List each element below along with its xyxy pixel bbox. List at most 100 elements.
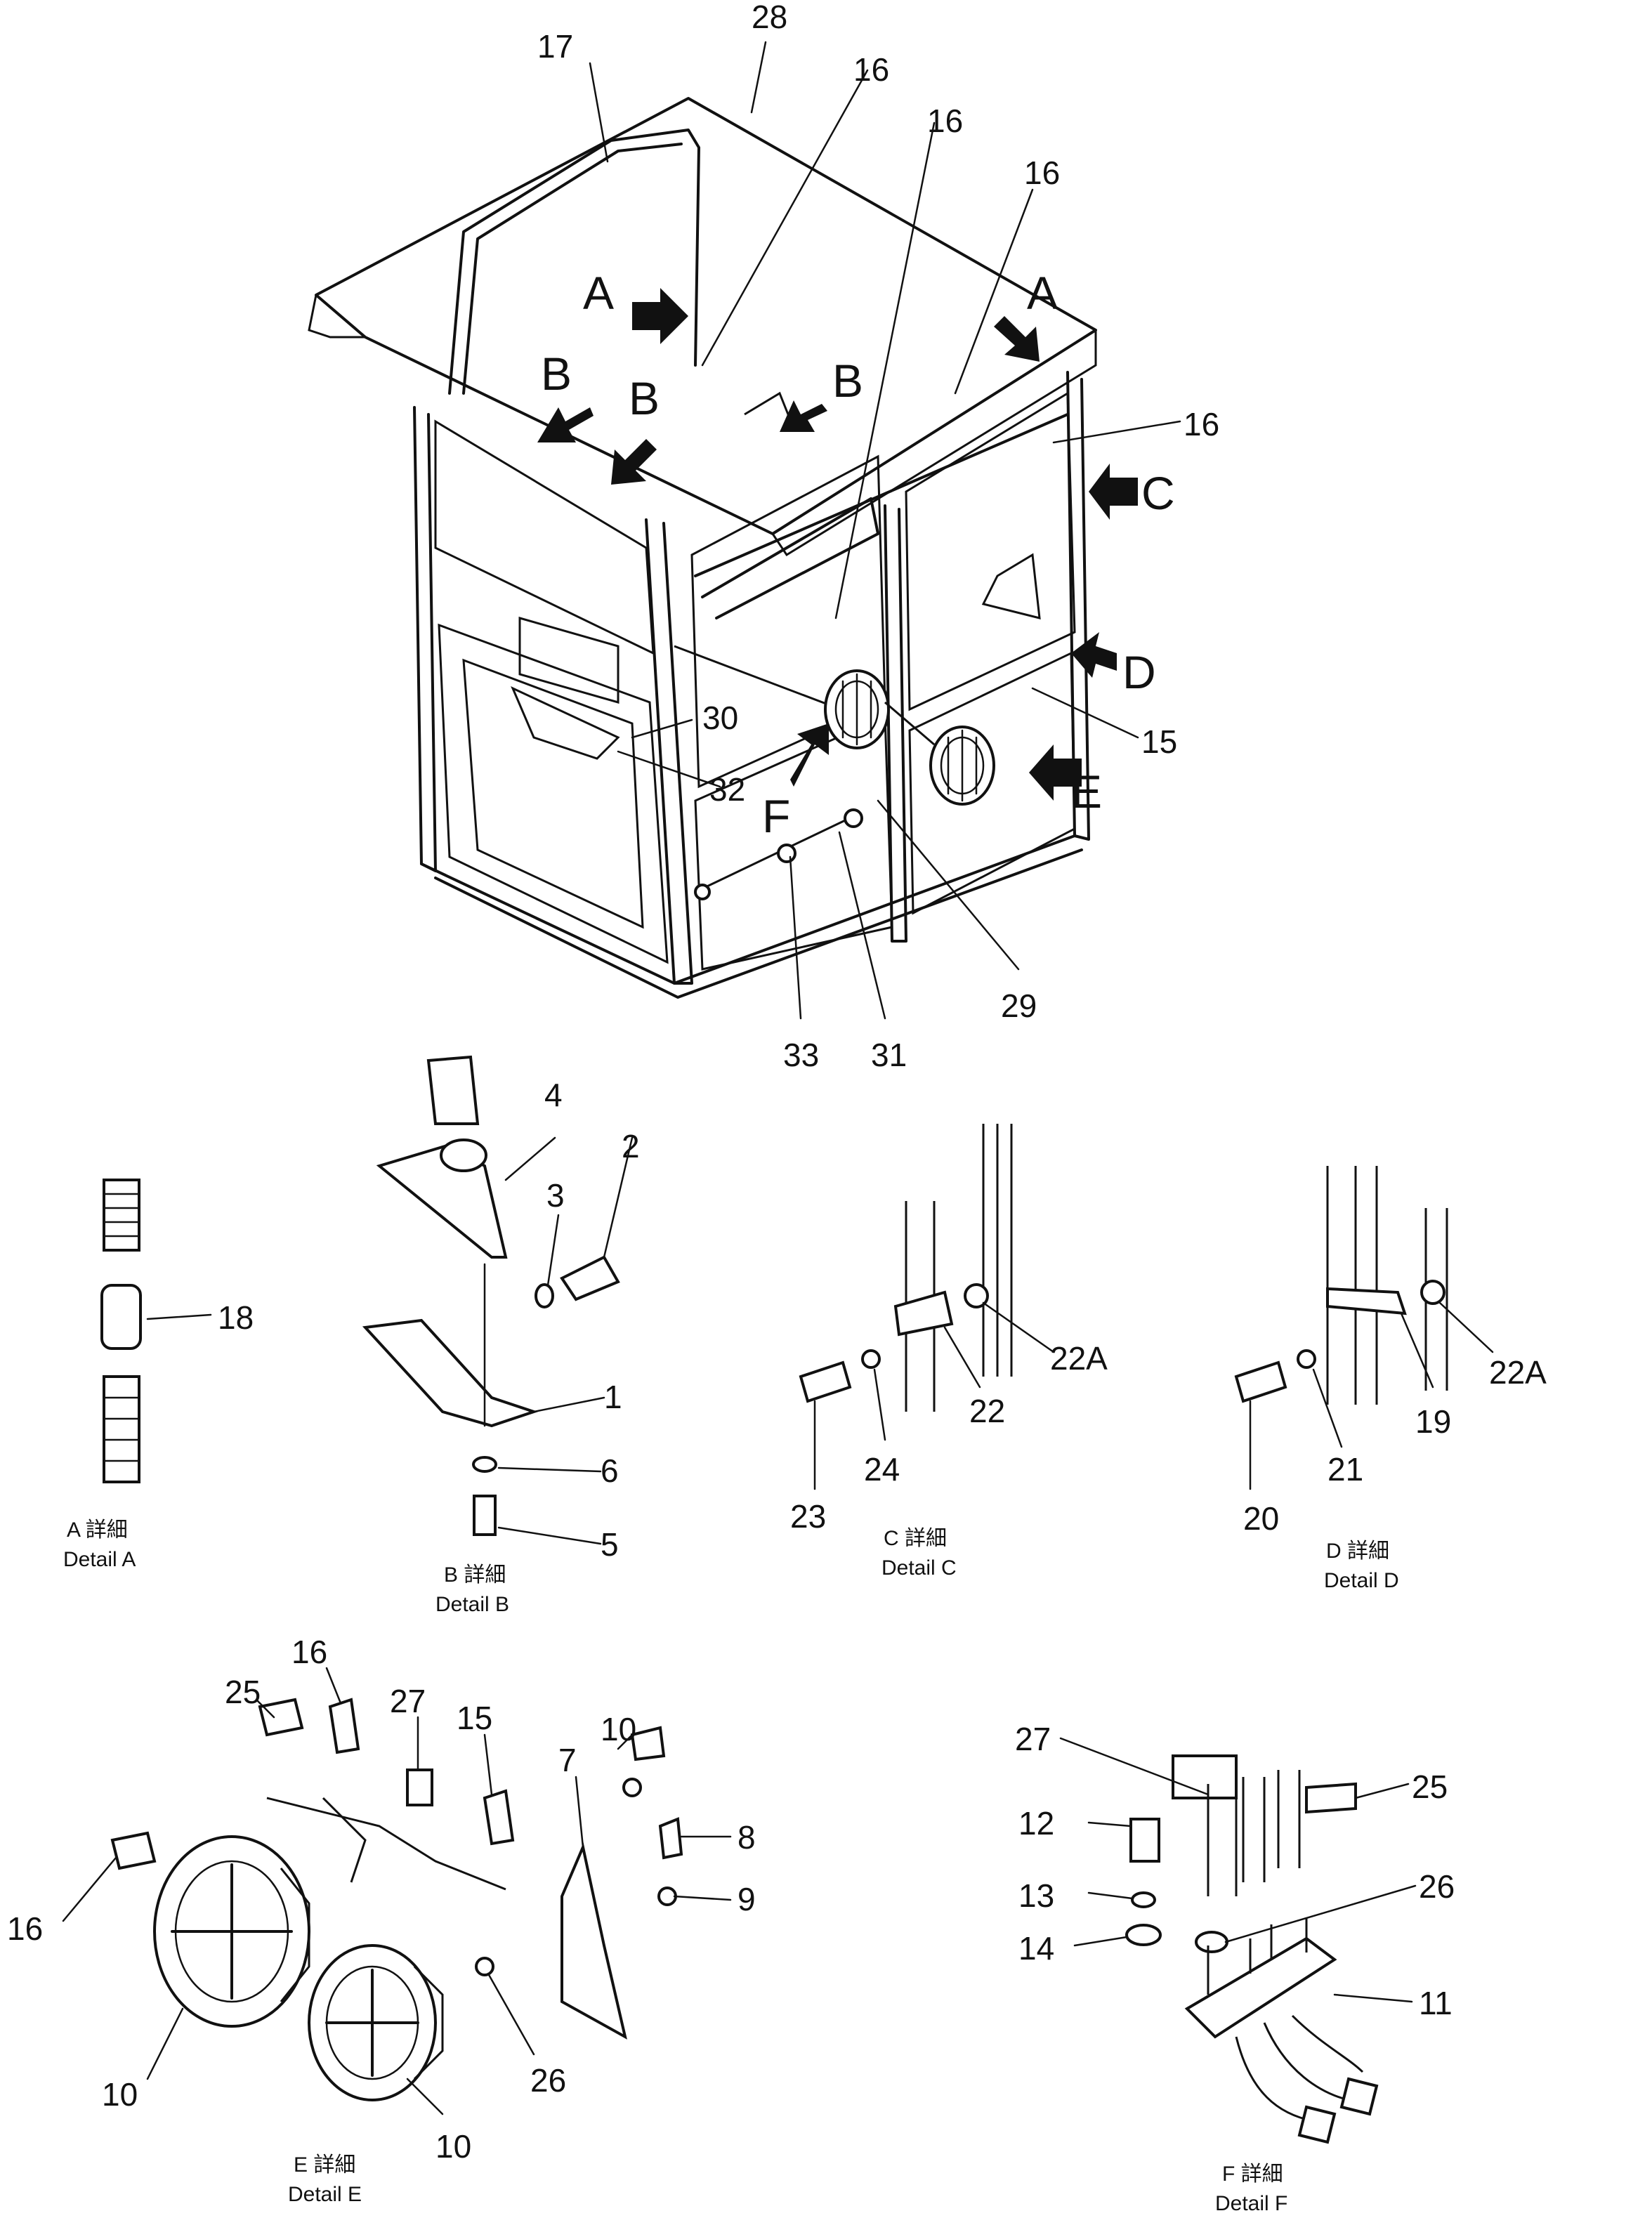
callout-32: 32 xyxy=(709,771,745,808)
arrow-B-1 xyxy=(537,407,594,442)
callout-22: 22 xyxy=(969,1393,1005,1429)
detail-B-caption: Detail B xyxy=(435,1593,509,1616)
view-marker-A: A xyxy=(1027,267,1058,319)
tag-25-f xyxy=(1305,1782,1357,1814)
callout-14: 14 xyxy=(1018,1930,1054,1967)
lockwasher-13 xyxy=(1131,1891,1156,1908)
detail-A-collar xyxy=(100,1284,142,1350)
callout-18: 18 xyxy=(218,1299,254,1336)
view-arrows xyxy=(537,288,1138,801)
detail-D-caption: Detail D xyxy=(1324,1569,1399,1592)
detail-captions: A 詳細 Detail A B 詳細 Detail B C 詳細 Detail … xyxy=(63,1518,1399,2215)
callout-15: 15 xyxy=(457,1700,492,1736)
washer-14 xyxy=(1125,1924,1162,1946)
callout-16: 16 xyxy=(853,51,889,88)
callout-10: 10 xyxy=(601,1711,636,1747)
callout-8: 8 xyxy=(738,1819,756,1856)
arrow-D xyxy=(1071,632,1117,678)
detail-F-caption-jp: F 詳細 xyxy=(1222,2163,1283,2186)
callout-16: 16 xyxy=(1024,155,1060,191)
clamp-19 xyxy=(1326,1287,1407,1315)
bolt-5 xyxy=(473,1495,497,1536)
view-marker-E: E xyxy=(1071,766,1102,818)
leader-lines-main xyxy=(589,41,1181,1020)
callout-6: 6 xyxy=(601,1452,619,1489)
callout-5: 5 xyxy=(601,1526,619,1563)
cab-floor-frame xyxy=(420,834,1076,985)
arrow-A-right xyxy=(994,316,1040,362)
tag-25 xyxy=(258,1698,304,1737)
detail-C-caption-jp: C 詳細 xyxy=(884,1527,947,1550)
callout-20: 20 xyxy=(1243,1500,1279,1537)
arrow-B-3 xyxy=(780,400,827,432)
callout-23: 23 xyxy=(790,1498,826,1535)
detail-B xyxy=(362,1055,634,1545)
callout-labels: 28 17 16 16 16 16 15 30 32 29 31 33 4 2 … xyxy=(7,0,1547,2165)
detail-E-caption-jp: E 詳細 xyxy=(294,2153,355,2177)
view-marker-B: B xyxy=(541,348,572,400)
callout-30: 30 xyxy=(702,700,738,736)
callout-22A: 22A xyxy=(1050,1340,1108,1377)
detail-A-caption-jp: A 詳細 xyxy=(67,1518,128,1542)
work-lamp-E-2 xyxy=(308,1944,444,2101)
callout-19: 19 xyxy=(1415,1403,1451,1440)
detail-D-caption-jp: D 詳細 xyxy=(1326,1540,1389,1563)
spacer-22A xyxy=(964,1283,989,1308)
callout-31: 31 xyxy=(871,1037,907,1073)
detail-A xyxy=(100,1179,212,1483)
arrow-F xyxy=(790,723,829,787)
callout-16: 16 xyxy=(1184,406,1219,442)
nut-26-f xyxy=(1195,1931,1228,1953)
callout-16: 16 xyxy=(7,1910,43,1947)
cab-assembly xyxy=(308,97,1097,999)
view-marker-B: B xyxy=(629,372,660,424)
arrow-A-left xyxy=(632,288,688,344)
nut-26 xyxy=(475,1957,494,1976)
detail-E xyxy=(62,1667,732,2115)
callout-26: 26 xyxy=(1419,1868,1455,1905)
bolt-20 xyxy=(1234,1360,1287,1403)
cab-roof xyxy=(315,97,1097,535)
arrow-E xyxy=(1029,744,1082,801)
callout-33: 33 xyxy=(783,1037,819,1073)
bolt-2 xyxy=(560,1255,620,1301)
callout-16: 16 xyxy=(291,1634,327,1670)
spacer-22A-d xyxy=(1420,1280,1446,1305)
cab-frame-left-post xyxy=(413,406,437,872)
callout-24: 24 xyxy=(864,1451,900,1488)
view-marker-A: A xyxy=(583,267,614,319)
detail-F xyxy=(1059,1737,1417,2144)
callout-12: 12 xyxy=(1018,1805,1054,1842)
detail-B-caption-jp: B 詳細 xyxy=(444,1563,506,1587)
work-lamp-right xyxy=(929,726,995,806)
callout-10: 10 xyxy=(435,2128,471,2165)
callout-9: 9 xyxy=(738,1881,756,1917)
work-lamp-left xyxy=(824,669,890,749)
tag-27 xyxy=(406,1769,433,1806)
clamp-22 xyxy=(893,1290,954,1337)
detail-A-caption: Detail A xyxy=(63,1548,136,1571)
arrow-C xyxy=(1089,464,1138,520)
detail-C xyxy=(799,1124,1055,1490)
callout-29: 29 xyxy=(1001,987,1037,1024)
connector-15 xyxy=(483,1789,515,1846)
callout-21: 21 xyxy=(1328,1451,1363,1488)
callout-1: 1 xyxy=(604,1379,622,1415)
bolt-12 xyxy=(1129,1818,1160,1863)
cab-frame-front-post xyxy=(645,518,693,985)
view-marker-F: F xyxy=(762,790,790,842)
callout-22A: 22A xyxy=(1489,1354,1547,1391)
callout-27: 27 xyxy=(1015,1721,1051,1757)
washer-9 xyxy=(657,1886,677,1906)
callout-2: 2 xyxy=(622,1128,640,1164)
callout-26: 26 xyxy=(530,2062,566,2099)
bolt-23 xyxy=(799,1360,852,1403)
callout-27: 27 xyxy=(390,1683,426,1719)
callout-28: 28 xyxy=(752,0,787,35)
callout-25: 25 xyxy=(225,1674,261,1710)
callout-17: 17 xyxy=(537,28,573,65)
view-marker-D: D xyxy=(1122,646,1156,698)
view-marker-B: B xyxy=(832,355,863,407)
